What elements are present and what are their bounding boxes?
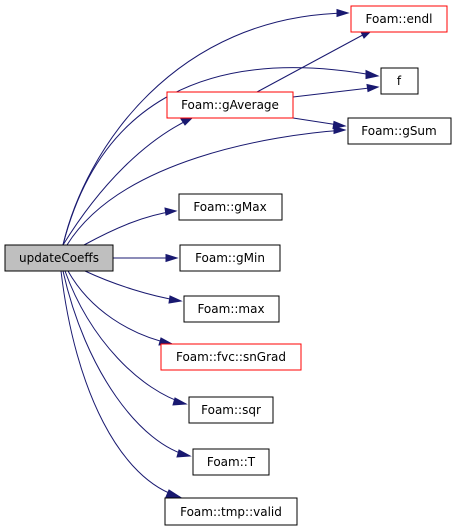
node-f-box — [380, 67, 419, 95]
edge-updateCoeffs-to-T — [62, 270, 192, 458]
node-sqr-label: Foam::sqr — [201, 403, 261, 417]
edge-line — [67, 270, 173, 345]
node-endl-label: Foam::endl — [366, 12, 433, 26]
arrowhead-icon — [333, 125, 347, 135]
node-endl-box — [350, 5, 448, 33]
arrowhead-icon — [165, 253, 179, 263]
node-gMax[interactable]: Foam::gMax — [178, 193, 283, 221]
edge-gAverage-to-endl — [256, 29, 374, 93]
node-valid-box — [164, 497, 298, 526]
node-f-label: f — [397, 74, 402, 88]
arrowhead-icon — [172, 397, 188, 406]
arrowhead-icon — [164, 207, 178, 216]
edge-line — [292, 86, 379, 98]
node-gMin-label: Foam::gMin — [195, 251, 265, 265]
edge-line — [62, 270, 191, 457]
node-gMax-box — [178, 193, 283, 221]
arrowhead-icon — [365, 69, 380, 80]
node-gMax-label: Foam::gMax — [193, 200, 266, 214]
edge-line — [256, 29, 373, 93]
node-sqr[interactable]: Foam::sqr — [188, 396, 274, 424]
node-gAverage-box — [166, 91, 294, 119]
node-T-label: Foam::T — [207, 455, 256, 469]
edge-updateCoeffs-to-sqr — [64, 270, 188, 406]
node-valid[interactable]: Foam::tmp::valid — [164, 497, 298, 526]
node-updateCoeffs-label: updateCoeffs — [19, 251, 99, 265]
node-valid-label: Foam::tmp::valid — [180, 505, 282, 519]
node-snGrad-box — [160, 343, 302, 371]
node-snGrad[interactable]: Foam::fvc::snGrad — [160, 343, 302, 371]
node-f[interactable]: f — [380, 67, 419, 95]
edge-gAverage-to-f — [292, 83, 380, 98]
arrowhead-icon — [176, 449, 192, 458]
edges-layer — [60, 8, 380, 498]
node-updateCoeffs-box — [4, 244, 114, 272]
node-gMin[interactable]: Foam::gMin — [179, 244, 281, 272]
edge-updateCoeffs-to-max — [84, 270, 183, 304]
edge-gAverage-to-gSum — [292, 117, 347, 130]
edge-line — [66, 129, 346, 246]
node-gSum[interactable]: Foam::gSum — [347, 117, 452, 145]
edge-updateCoeffs-to-snGrad — [67, 270, 174, 346]
edge-updateCoeffs-to-gMax — [83, 207, 178, 246]
edge-line — [60, 270, 181, 498]
node-sqr-box — [188, 396, 274, 424]
nodes-layer: updateCoeffs Foam::endl f Foam::gAverage… — [4, 5, 452, 526]
edge-line — [84, 270, 182, 302]
edge-updateCoeffs-to-gMin — [113, 253, 179, 263]
edge-line — [83, 210, 177, 246]
edge-line — [62, 117, 193, 246]
edge-updateCoeffs-to-valid — [60, 270, 182, 498]
arrowhead-icon — [332, 120, 347, 130]
node-T[interactable]: Foam::T — [192, 448, 270, 476]
node-gAverage-label: Foam::gAverage — [181, 98, 279, 112]
node-max-box — [183, 295, 280, 323]
node-updateCoeffs[interactable]: updateCoeffs — [4, 244, 114, 272]
node-T-box — [192, 448, 270, 476]
edge-updateCoeffs-to-gAverage — [62, 117, 194, 246]
edge-updateCoeffs-to-gSum — [66, 125, 347, 246]
node-max-label: Foam::max — [197, 302, 264, 316]
arrowhead-icon — [366, 83, 380, 93]
node-gMin-box — [179, 244, 281, 272]
node-endl[interactable]: Foam::endl — [350, 5, 448, 33]
edge-line — [64, 270, 187, 405]
arrowhead-icon — [165, 489, 182, 498]
node-gAverage[interactable]: Foam::gAverage — [166, 91, 294, 119]
node-gSum-box — [347, 117, 452, 145]
arrowhead-icon — [168, 295, 183, 304]
node-snGrad-label: Foam::fvc::snGrad — [176, 350, 286, 364]
arrowhead-icon — [336, 8, 350, 18]
node-max[interactable]: Foam::max — [183, 295, 280, 323]
node-gSum-label: Foam::gSum — [361, 124, 436, 138]
arrowhead-icon — [180, 117, 194, 126]
